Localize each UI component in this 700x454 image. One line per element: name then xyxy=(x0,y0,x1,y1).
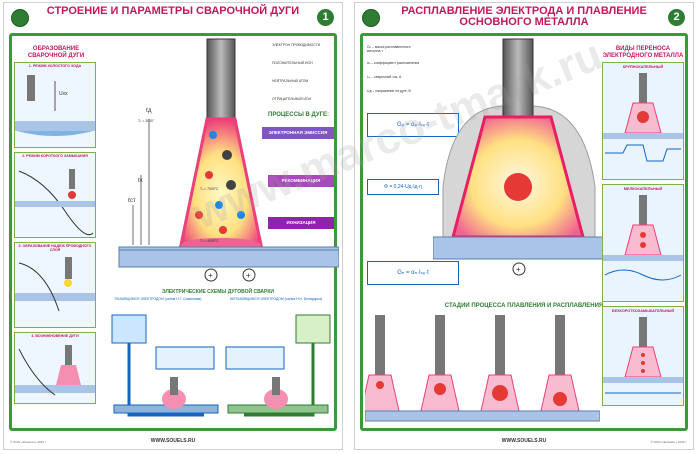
stage-2-diagram xyxy=(15,169,95,236)
logo-icon xyxy=(11,9,29,27)
poster2-url[interactable]: WWW.SOUELS.RU xyxy=(501,438,547,444)
footer-note-left: © ООО «Элемент» 2010 г. xyxy=(10,439,47,444)
transfer-spray: БЕЗКОРОТКОЗАМЫКАТЕЛЬНЫЙ xyxy=(602,306,684,406)
stage-panel-4: 4. ВОЗНИКНОВЕНИЕ ДУГИ xyxy=(14,332,96,404)
melting-diagram: + xyxy=(433,38,603,276)
formula-legend-4: Uд – напряжение на дуге, В xyxy=(367,89,411,93)
temp-column: Tₐ ≈ 7000°С xyxy=(200,187,219,191)
side-title: ОБРАЗОВАНИЕ СВАРОЧНОЙ ДУГИ xyxy=(27,46,85,59)
stage-4-diagram xyxy=(15,345,95,396)
stage-3-diagram xyxy=(15,257,95,312)
footer-note-right: © ООО «Элемент» 2010 г. xyxy=(650,439,687,444)
poster1-frame xyxy=(9,33,337,431)
poster2-title: РАСПЛАВЛЕНИЕ ЭЛЕКТРОДА И ПЛАВЛЕНИЕ ОСНОВ… xyxy=(401,5,647,28)
stages-diagram xyxy=(365,315,600,422)
transfer-fine: МЕЛКОКАПЕЛЬНЫЙ xyxy=(602,184,684,302)
svg-text:Uхх: Uхх xyxy=(59,91,68,97)
scheme-right-label: НЕПЛАВЯЩИМСЯ ЭЛЕКТРОДОМ (схема Н.Н. Бена… xyxy=(229,297,323,301)
arc-formation-column: ОБРАЗОВАНИЕ СВАРОЧНОЙ ДУГИ 1. РЕЖИМ ХОЛО… xyxy=(14,38,98,427)
stages-title: СТАДИИ ПРОЦЕССА ПЛАВЛЕНИЯ И РАСПЛАВЛЕНИЯ xyxy=(444,303,604,309)
spray-diagram xyxy=(603,317,683,394)
svg-text:+: + xyxy=(246,271,251,280)
stage-panel-3: 3. ОБРАЗОВАНИЕ НАДЕЖ ПРОВОДНОГО СЛОЯ xyxy=(14,242,96,328)
schemes-title: ЭЛЕКТРИЧЕСКИЕ СХЕМЫ ДУГОВОЙ СВАРКИ xyxy=(161,289,275,295)
svg-text:+: + xyxy=(208,271,213,280)
formula-legend-2: αₚ – коэффициент расплавления xyxy=(367,61,420,65)
scheme-left-label: ПЛАВЯЩИМСЯ ЭЛЕКТРОДОМ (схема Н.Г. Славян… xyxy=(114,297,202,301)
temp-cathode: Tₖ ≈ 3000° xyxy=(138,119,155,123)
axis-l-k: ℓк xyxy=(138,178,143,184)
stage-1-diagram: Uхх xyxy=(15,75,95,136)
axis-l-st: ℓст xyxy=(128,198,136,204)
process-ionization: ИОНИЗАЦИЯ xyxy=(268,217,334,229)
legend-positive-ion: ПОЛОЖИТЕЛЬНЫЙ ИОН xyxy=(272,61,313,65)
process-emission: ЭЛЕКТРОННАЯ ЭМИССИЯ xyxy=(262,127,334,139)
formula-2: Φ = 0,24·Uд·Iд·η xyxy=(367,179,439,195)
poster1-url[interactable]: WWW.SOUELS.RU xyxy=(150,438,196,444)
poster-arc-structure: СТРОЕНИЕ И ПАРАМЕТРЫ СВАРОЧНОЙ ДУГИ 1 ОБ… xyxy=(3,2,343,450)
temp-anode: Tₙ ≈ 4000°С xyxy=(200,239,219,243)
poster2-frame xyxy=(360,33,688,431)
processes-title: ПРОЦЕССЫ В ДУГЕ: xyxy=(268,112,329,118)
logo-icon xyxy=(362,9,380,27)
transfer-title: ВИДЫ ПЕРЕНОСА ЭЛЕКТРОДНОГО МЕТАЛЛА xyxy=(602,46,684,59)
electric-schemes-diagram xyxy=(111,314,331,417)
arc-structure-diagram: + + xyxy=(118,38,339,282)
poster2-number: 2 xyxy=(668,9,685,26)
poster-electrode-melting: РАСПЛАВЛЕНИЕ ЭЛЕКТРОДА И ПЛАВЛЕНИЕ ОСНОВ… xyxy=(354,2,694,450)
transfer-types-column: ВИДЫ ПЕРЕНОСА ЭЛЕКТРОДНОГО МЕТАЛЛА КРУПН… xyxy=(602,38,684,427)
formula-legend-3: Iₛₑ – сварочный ток, А xyxy=(367,75,402,79)
legend-negative-ion: ОТРИЦАТЕЛЬНЫЙ ИОН xyxy=(272,97,312,101)
poster1-title: СТРОЕНИЕ И ПАРАМЕТРЫ СВАРОЧНОЙ ДУГИ xyxy=(46,5,300,17)
stage-panel-1: 1. РЕЖИМ ХОЛОСТОГО ХОДА Uхх xyxy=(14,62,96,148)
legend-electron: ЭЛЕКТРОН ПРОВОДИМОСТИ xyxy=(272,43,321,47)
formula-3: Gₙ = αₙ·Iₛₑ·t xyxy=(367,261,459,285)
axis-l-d: ℓд xyxy=(146,108,152,114)
fine-drop-diagram xyxy=(603,195,683,281)
svg-text:+: + xyxy=(516,265,521,274)
transfer-coarse: КРУПНОКАПЕЛЬНЫЙ xyxy=(602,62,684,180)
formula-legend-1: Gₚ – масса расплавленного металла, г xyxy=(367,45,411,53)
formula-1: Gₚ = αₚ·Iₛₑ·t xyxy=(367,113,459,137)
process-recombination: РЕКОМБИНАЦИЯ xyxy=(268,175,334,187)
legend-neutral-atom: НЕЙТРАЛЬНЫЙ АТОМ xyxy=(272,79,309,83)
coarse-drop-diagram xyxy=(603,73,683,162)
poster1-number: 1 xyxy=(317,9,334,26)
stage-panel-2: 2. РЕЖИМ КОРОТКОГО ЗАМЫКАНИЯ xyxy=(14,152,96,238)
